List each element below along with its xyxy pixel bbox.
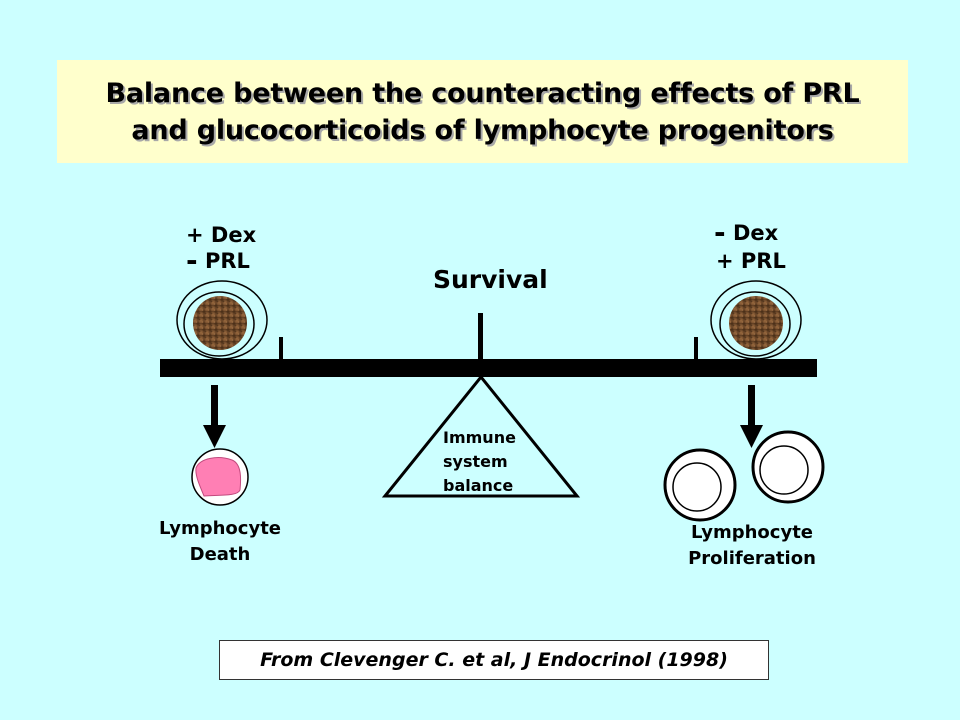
dying-cell-icon [191,448,249,506]
balance-beam [160,359,817,377]
right-condition-dex: - Dex [714,216,779,249]
left-post [279,337,283,359]
outcome-proliferation-line-1: Lymphocyte [690,522,814,543]
fulcrum-label-line-3: balance [443,476,514,495]
dex-label: Dex [210,223,257,247]
survival-label: Survival [433,265,548,294]
outcome-death-line-2: Death [189,544,251,565]
fulcrum-label-line-1: Immune [443,428,516,447]
cell-icon [710,280,802,360]
cell-icon [663,448,737,522]
cell-icon [751,430,825,504]
right-post [694,337,698,359]
prl-label: PRL [204,249,250,273]
center-post [478,313,483,359]
outcome-death-line-1: Lymphocyte [158,518,282,539]
outcome-death: Lymphocyte Death [150,516,290,568]
title-box: Balance between the counteracting effect… [57,60,908,163]
right-condition-prl: + PRL [716,249,786,273]
minus-sign: - [186,244,198,277]
cell-icon [176,280,268,360]
minus-sign: - [714,216,726,249]
fulcrum-label: Immune system balance [443,426,516,498]
fulcrum-triangle [381,374,581,498]
outcome-proliferation-line-2: Proliferation [688,548,816,569]
fulcrum-label-line-2: system [443,452,508,471]
title-line-2: and glucocorticoids of lymphocyte progen… [131,114,834,146]
citation-box: From Clevenger C. et al, J Endocrinol (1… [219,640,769,680]
plus-sign: + [186,223,204,247]
arrow-down-icon [203,385,226,448]
left-condition-prl: - PRL [186,244,250,277]
outcome-proliferation: Lymphocyte Proliferation [672,520,832,572]
arrow-down-icon [740,385,763,448]
dex-label: Dex [732,221,779,245]
left-condition-dex: + Dex [186,223,256,247]
citation-text: From Clevenger C. et al, J Endocrinol (1… [260,649,728,671]
title-line-1: Balance between the counteracting effect… [105,77,860,109]
